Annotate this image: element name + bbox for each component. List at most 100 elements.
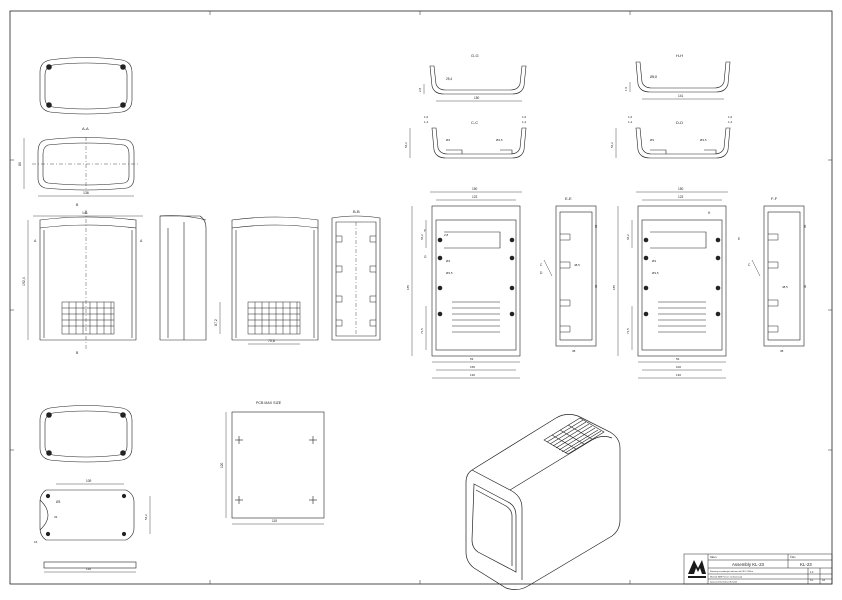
dim-cc-t2: 1,4 [424,120,429,124]
dim-iv2-r2: Ø3,5 [652,271,659,275]
title-block: Název Číslo Assembly KL-23 KL-23 Rozměry… [683,553,833,585]
dim-pcb-h: 120 [220,462,224,468]
dim-h-front: 192,4 [22,277,26,286]
marker-g-left: G [424,255,427,259]
dim-iv2-h2: 185 [612,285,616,290]
dim-cc-r2: Ø3,5 [496,138,503,142]
dim-iv2-w1: 150 [678,187,684,191]
inner-vents-right [658,301,706,333]
dim-h-aa: 80 [18,162,22,166]
isometric-view [465,414,621,590]
section-gg-label: G-G [471,53,479,58]
dim-lid-base: 130 [86,567,91,571]
dim-iv1-b3: 130 [470,373,475,377]
lid-plan-view: 109 Ø3 33 54,2 16 130 [34,479,151,573]
dim-iv2-r1: Ø3 [652,259,656,263]
tb-format: A4 [822,579,826,582]
dim-cc-t4: 1,4 [522,120,527,124]
lid-top-view [39,57,133,115]
section-ff-view: F-F C 95 90 38 48,5 [748,196,807,353]
dim-lid-h: 54,2 [144,514,148,520]
section-aa-view: A-A 80 136 [18,126,140,197]
section-dd-view: D-D 1,6 1,4 1,6 1,4 Ø3 Ø3,5 54,2 [610,115,733,159]
tb-sheet: 1/1 [810,579,814,582]
marker-a-right: A [140,239,143,243]
section-dd-label: D-D [676,120,683,125]
marker-f-left: F [424,229,426,233]
dim-iv1-b2: 150 [470,365,475,369]
dim-iv2-h1: 66,2 [626,234,630,240]
sheet-frame [9,10,833,585]
dim-dd-t2: 1,4 [628,120,633,124]
dim-dd-r2: Ø3,5 [700,138,707,142]
section-hh-label: H-H [676,53,683,58]
marker-b-top: B [76,203,79,207]
dim-lid-r: Ø3 [56,500,60,504]
inner-vents-left [452,301,500,333]
section-bb-view: B-B [331,209,381,341]
section-cc-view: C-C 1,6 1,4 1,6 1,4 Ø3 Ø3,5 54,2 [404,115,527,159]
dim-lid-r2: 33 [54,515,58,519]
section-ee-label: E-E [565,196,572,201]
dim-iv1-h2: 185 [406,285,410,290]
iso-vent [543,417,605,455]
dim-ff-3: 38 [780,349,784,353]
dim-gg-r: 25,4 [446,77,452,81]
dim-iv1-h3: 71,5 [420,328,424,334]
dim-iv2-b2: 100 [676,365,681,369]
section-hh-view: H-H Ø5,8 1,5 141 [624,53,731,100]
dim-vent-w: 70,8 [268,339,275,343]
dim-iv1-r2: Ø3,5 [446,271,453,275]
tb-row3: Zpracoval Kontroloval Schválil [710,581,737,584]
tb-number: KL-23 [800,562,812,567]
base-top-view [39,405,133,463]
pcb-max-size-view: PCB MAX SIZE 120 115 [220,401,325,525]
dim-cc-r1: Ø3 [446,138,450,142]
section-gg-view: G-G 25,4 2,8 150 [418,53,527,102]
dim-iv2-h3: 71,5 [626,328,630,334]
tb-row2: Materiál: ABS Povrch: strukturovaný [710,576,742,579]
side-view [159,215,207,341]
dim-hh-w: 141 [678,94,684,98]
dim-iv2-b3: 130 [676,373,681,377]
back-vent-grid [247,301,301,335]
marker-a-left: A [34,239,37,243]
tb-title: Assembly KL-23 [732,562,765,567]
dim-iv1-r1: Ø3 [446,259,450,263]
tb-scale: 1:2 [810,571,814,574]
front-view: 141 B B A A 192,4 [22,203,143,355]
inner-view-left: 150 123 66,2 185 71,5 Ø3 Ø3,5 2,8 F G 53… [406,187,522,379]
dim-iv2-w2: 123 [678,195,684,199]
tb-head-right: Číslo [790,556,796,559]
dim-pcb-w: 115 [272,519,277,523]
dim-ee-2: 90 [594,284,598,288]
marker-h-right: H [708,211,711,215]
dim-iv1-w1: 150 [472,187,478,191]
dim-ee-3: 38 [572,349,576,353]
dim-iv1-b1: 53 [470,357,474,361]
dim-w-aa: 136 [83,191,89,195]
dim-ff-1: 95 [803,224,807,228]
dim-cc-t1: 1,6 [424,115,429,119]
marker-c-ee: C [540,263,543,267]
dim-hh-r: Ø5,8 [650,75,657,79]
dim-cc-h: 54,2 [404,142,408,148]
section-aa-label: A-A [82,126,89,131]
dim-ee-1: 95 [594,224,598,228]
section-ee-view: E-E C D 95 90 38 48,5 [540,196,598,353]
front-vent-grid [61,301,115,335]
dim-iv1-w2: 123 [472,195,478,199]
inner-view-right: 150 123 66,2 185 71,5 Ø3 Ø3,5 H E 53 100… [612,187,740,379]
dim-w-front: 141 [82,211,88,215]
dim-iv2-b1: 53 [676,357,680,361]
dim-lid-w1: 109 [86,479,92,483]
section-bb-label: B-B [353,209,360,214]
back-view: 87,2 70,8 [214,216,319,345]
tb-row1: Rozměry neuvedených toleranci dle ISO 27… [710,570,753,573]
dim-gg-h: 2,8 [418,87,422,92]
dim-dd-t4: 1,4 [728,120,733,124]
dim-lid-corner: 16 [34,540,38,544]
dim-gg-w: 150 [474,96,480,100]
dim-hh-h: 1,5 [624,86,628,91]
